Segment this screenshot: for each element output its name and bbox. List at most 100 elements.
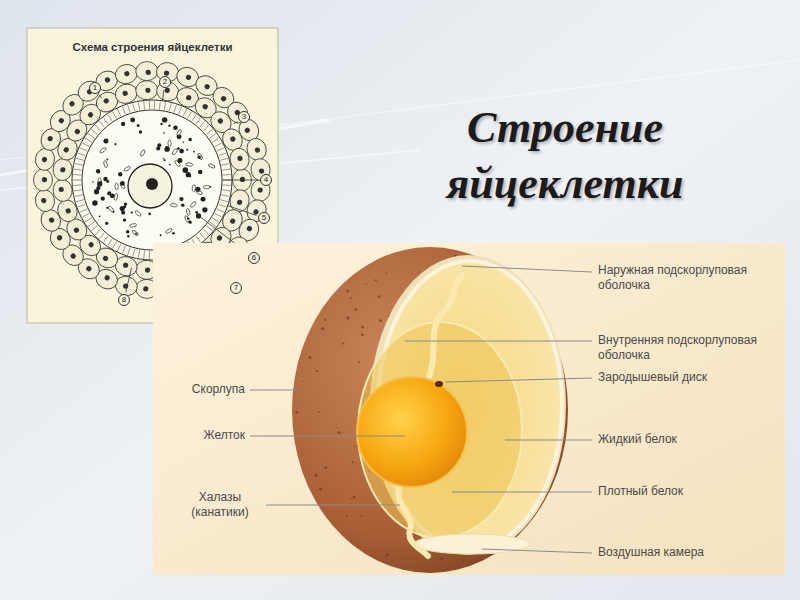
- zona-stripe: [78, 153, 86, 156]
- organelle: [195, 189, 203, 195]
- speckle: [352, 461, 354, 463]
- zona-stripe: [200, 121, 205, 127]
- yolk-granule: [164, 146, 169, 151]
- organelle: [134, 210, 141, 217]
- follicle-cell: [34, 169, 53, 191]
- part-label: Внутренняя подскорлуповая оболочка: [598, 333, 788, 363]
- nucleolus: [146, 178, 158, 190]
- organelle: [172, 148, 179, 156]
- speckle: [337, 427, 338, 428]
- callout-number: 6: [248, 252, 260, 264]
- zona-stripe: [117, 244, 121, 251]
- zona-stripe: [73, 180, 81, 181]
- zona-stripe: [154, 101, 155, 109]
- yolk-granule: [126, 230, 130, 234]
- zona-stripe: [108, 115, 112, 122]
- yolk-granule: [160, 234, 162, 236]
- organelle: [208, 163, 216, 169]
- speckle: [308, 356, 311, 359]
- zona-stripe: [73, 184, 81, 186]
- yolk: [357, 377, 467, 487]
- zona-stripe: [91, 226, 97, 231]
- speckle: [324, 318, 326, 320]
- zona-pellucida: [72, 100, 232, 260]
- callout-number: 5: [258, 212, 270, 224]
- zona-stripe: [78, 204, 86, 207]
- zona-stripe: [220, 158, 228, 160]
- yolk-granule: [186, 172, 191, 177]
- leader-line: [228, 206, 257, 216]
- speckle: [346, 515, 348, 517]
- yolk-granule: [96, 186, 100, 190]
- zona-stripe: [128, 248, 130, 256]
- leader-line: [99, 95, 101, 99]
- yolk-granule: [162, 117, 167, 122]
- zona-stripe: [133, 103, 135, 111]
- organelle: [123, 166, 131, 172]
- organelle: [115, 183, 119, 190]
- part-label: Скорлупа: [150, 382, 245, 397]
- zona-stripe: [179, 107, 182, 114]
- yolk-granule: [106, 207, 108, 209]
- callout-number: 4: [260, 174, 272, 186]
- yolk-granule: [135, 233, 137, 235]
- zona-stripe: [220, 200, 228, 202]
- yolk-granule: [188, 138, 192, 142]
- yolk-granule: [177, 158, 182, 163]
- callout-number: 7: [230, 282, 242, 294]
- zona-stripe: [215, 213, 222, 217]
- organelle: [186, 208, 191, 215]
- zona-stripe: [183, 109, 187, 116]
- yolk-granule: [120, 206, 125, 211]
- zona-stripe: [133, 249, 135, 257]
- zona-stripe: [217, 148, 224, 151]
- organelle: [129, 223, 137, 228]
- organelle: [170, 203, 177, 207]
- part-label: Жидкий белок: [598, 432, 788, 447]
- zona-stripe: [74, 169, 82, 170]
- zona-stripe: [122, 246, 125, 253]
- zona-stripe: [73, 174, 81, 176]
- zona-stripe: [223, 174, 231, 176]
- leader-line: [234, 122, 237, 124]
- callout-number: 2: [159, 76, 171, 88]
- zona-stripe: [138, 102, 139, 110]
- part-label: Зародышевый диск: [598, 370, 788, 385]
- yolk-granule: [195, 211, 198, 214]
- organelle: [203, 186, 210, 189]
- callout-number: 3: [238, 111, 250, 123]
- organelle: [103, 160, 108, 168]
- speckle: [319, 411, 321, 413]
- part-label: Плотный белок: [598, 484, 788, 499]
- yolk-granule: [183, 167, 189, 173]
- zona-stripe: [143, 251, 145, 259]
- organelle: [190, 201, 197, 208]
- zona-stripe: [209, 222, 215, 227]
- zona-stripe: [212, 218, 219, 222]
- zona-stripe: [221, 195, 229, 197]
- zona-stripe: [138, 250, 139, 258]
- yolk-granule: [183, 141, 185, 143]
- speckle: [358, 361, 360, 363]
- yolk-granule: [186, 149, 188, 151]
- zona-stripe: [206, 226, 212, 231]
- zona-stripe: [221, 164, 229, 166]
- yolk-granule: [181, 203, 184, 206]
- slide-title: Строение яйцеклетки: [410, 100, 720, 212]
- zona-stripe: [95, 229, 101, 235]
- zona-stripe: [85, 218, 92, 222]
- yolk-granule: [105, 222, 108, 225]
- germinal-disc: [435, 381, 443, 387]
- yolk-granule: [160, 123, 162, 125]
- yolk-granule: [127, 235, 129, 237]
- yolk-granule: [164, 159, 166, 161]
- zona-stripe: [95, 125, 101, 131]
- speckle: [354, 445, 356, 447]
- zona-stripe: [200, 233, 205, 239]
- yolk-granule: [131, 212, 133, 214]
- follicle-cell: [52, 158, 73, 182]
- zona-stripe: [192, 115, 196, 122]
- yolk-granule: [103, 177, 107, 181]
- zona-stripe: [103, 236, 108, 242]
- speckle: [303, 381, 304, 382]
